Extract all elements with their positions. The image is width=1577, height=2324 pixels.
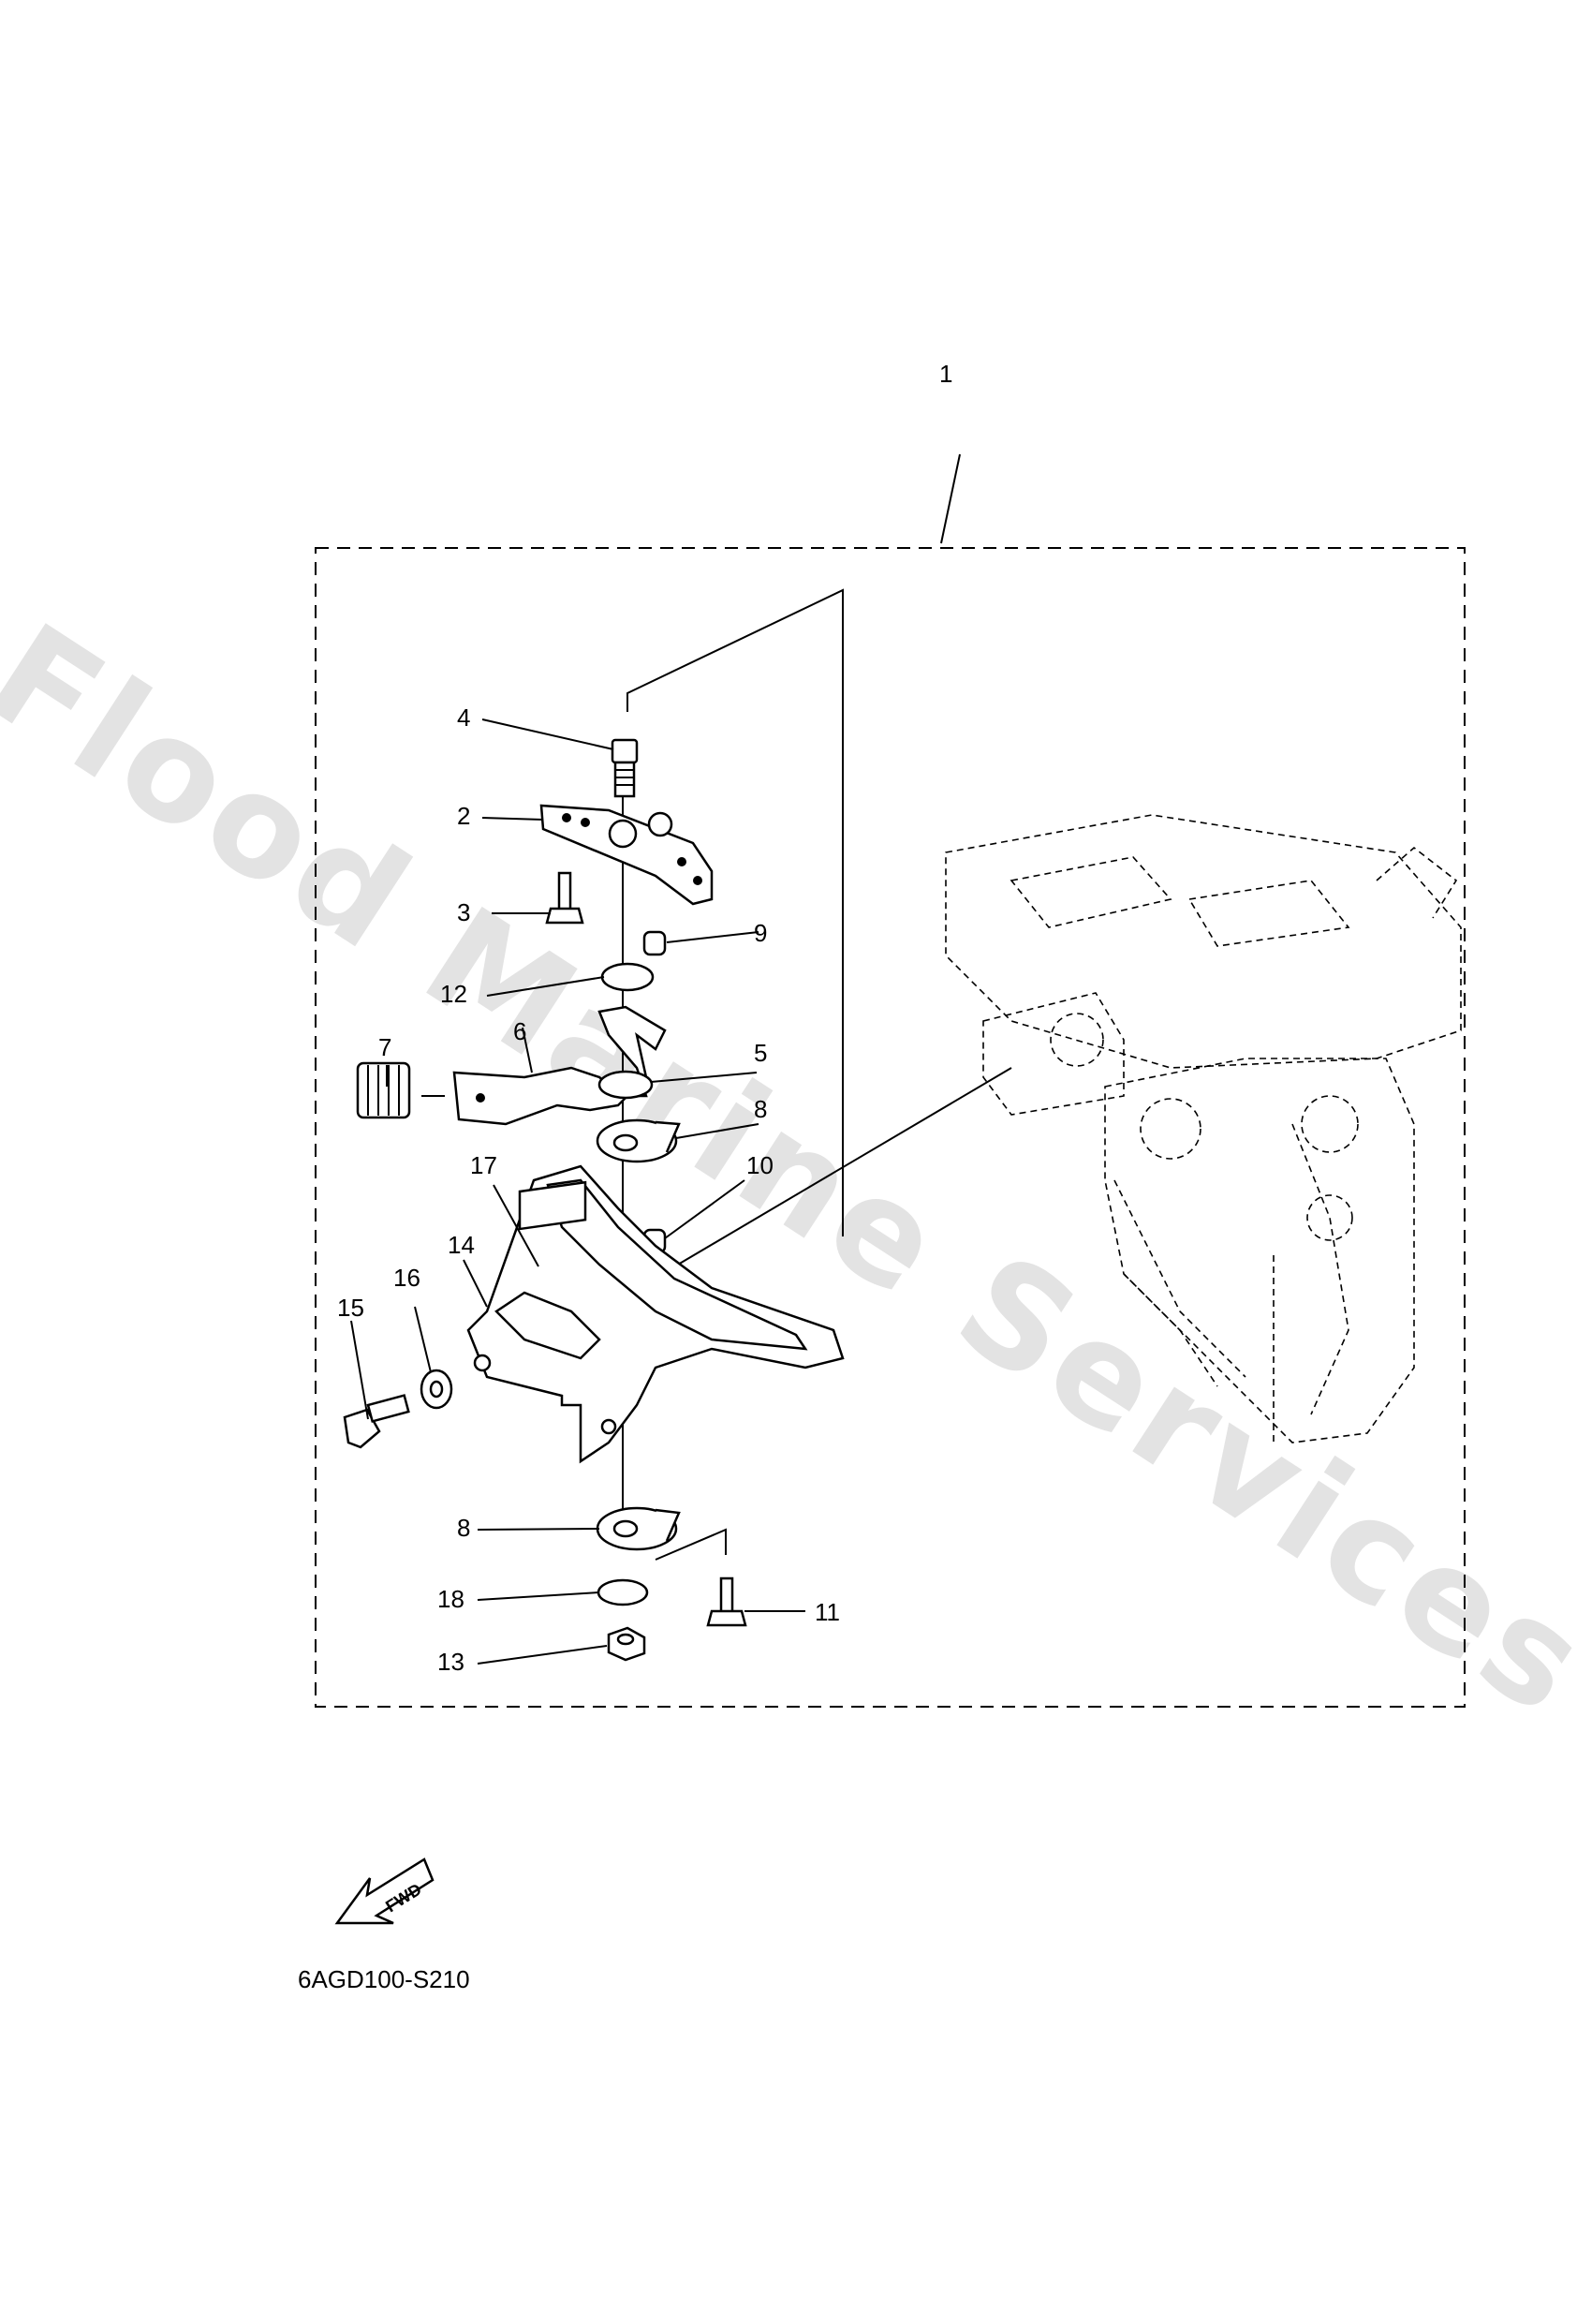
callout-8-lower: 8 [457, 1514, 470, 1542]
callout-9: 9 [754, 919, 767, 947]
bolt-part-11 [706, 1576, 747, 1627]
engine-block-outline [945, 814, 1462, 1443]
grip-part-7 [356, 1061, 445, 1119]
assembly-lines [622, 453, 1012, 1561]
bolt-part-15 [343, 1394, 410, 1449]
grommet-part-8-upper [596, 1118, 681, 1163]
nut-part-9 [642, 930, 667, 956]
washer-part-12 [600, 962, 655, 992]
washer-part-5 [597, 1070, 654, 1100]
callout-16: 16 [393, 1264, 420, 1292]
bracket-part-14 [466, 1164, 845, 1464]
callout-7: 7 [378, 1033, 391, 1061]
callout-14: 14 [448, 1231, 475, 1259]
callout-18: 18 [437, 1585, 464, 1613]
callout-labels: 1 2 3 4 5 6 7 8 8 9 10 11 12 13 14 15 16… [337, 360, 952, 1676]
callout-17: 17 [470, 1151, 497, 1179]
diagram-code: 6AGD100-S210 [298, 1965, 470, 1993]
callout-6: 6 [513, 1017, 526, 1045]
callout-4: 4 [457, 703, 470, 732]
nut-part-13 [607, 1626, 646, 1662]
washer-part-16 [420, 1369, 453, 1410]
fwd-arrow-icon: FWD [334, 1858, 435, 1925]
callout-5: 5 [754, 1039, 767, 1067]
callout-3: 3 [457, 898, 470, 926]
callout-11: 11 [815, 1598, 840, 1626]
callout-8-upper: 8 [754, 1095, 767, 1123]
grommet-part-8-lower [596, 1506, 681, 1551]
callout-1: 1 [939, 360, 952, 388]
washer-part-18 [597, 1578, 649, 1606]
callout-15: 15 [337, 1294, 364, 1322]
bracket-plate-part-2 [539, 804, 714, 906]
callout-10: 10 [746, 1151, 774, 1179]
callout-13: 13 [437, 1648, 464, 1676]
assembly-boundary [315, 547, 1466, 1708]
parts [343, 738, 845, 1662]
leader-lines [350, 718, 805, 1665]
screw-part-4 [611, 738, 639, 798]
callout-2: 2 [457, 802, 470, 830]
lever-part-6 [452, 1005, 667, 1126]
bolt-part-3 [545, 871, 584, 925]
callout-12: 12 [440, 980, 467, 1008]
